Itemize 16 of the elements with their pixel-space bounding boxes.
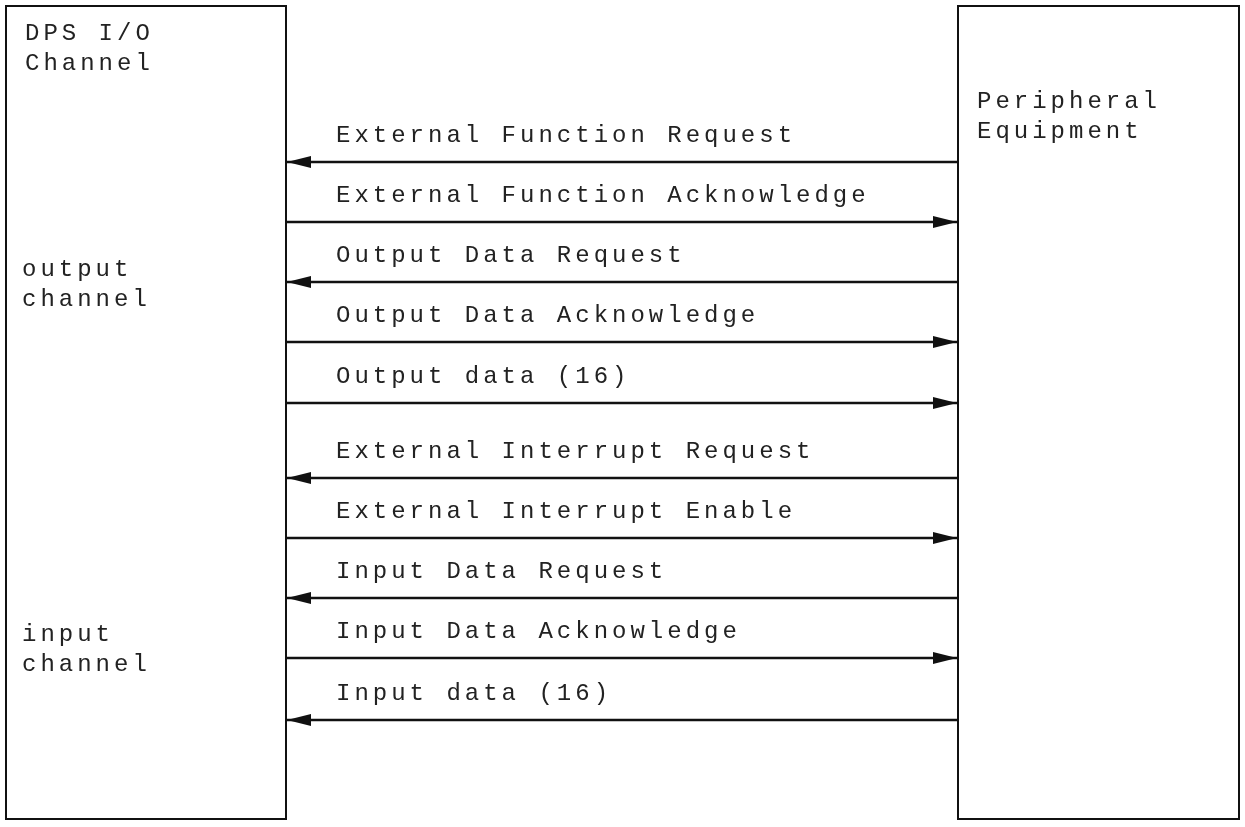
signal-arrow [287, 336, 957, 348]
signal-arrow [287, 472, 957, 484]
channel-label: output channel [22, 255, 152, 315]
block-box [5, 5, 287, 820]
signal-arrow [287, 532, 957, 544]
block-box [957, 5, 1240, 820]
signal-arrow [287, 216, 957, 228]
channel-label: input channel [22, 620, 152, 680]
signal-arrow [287, 592, 957, 604]
signal-arrow [287, 397, 957, 409]
signal-arrow [287, 652, 957, 664]
signal-arrow [287, 276, 957, 288]
block-title: DPS I/O Channel [25, 19, 155, 79]
signal-arrow [287, 156, 957, 168]
block-title: Peripheral Equipment [977, 87, 1163, 147]
signal-arrow [287, 714, 957, 726]
